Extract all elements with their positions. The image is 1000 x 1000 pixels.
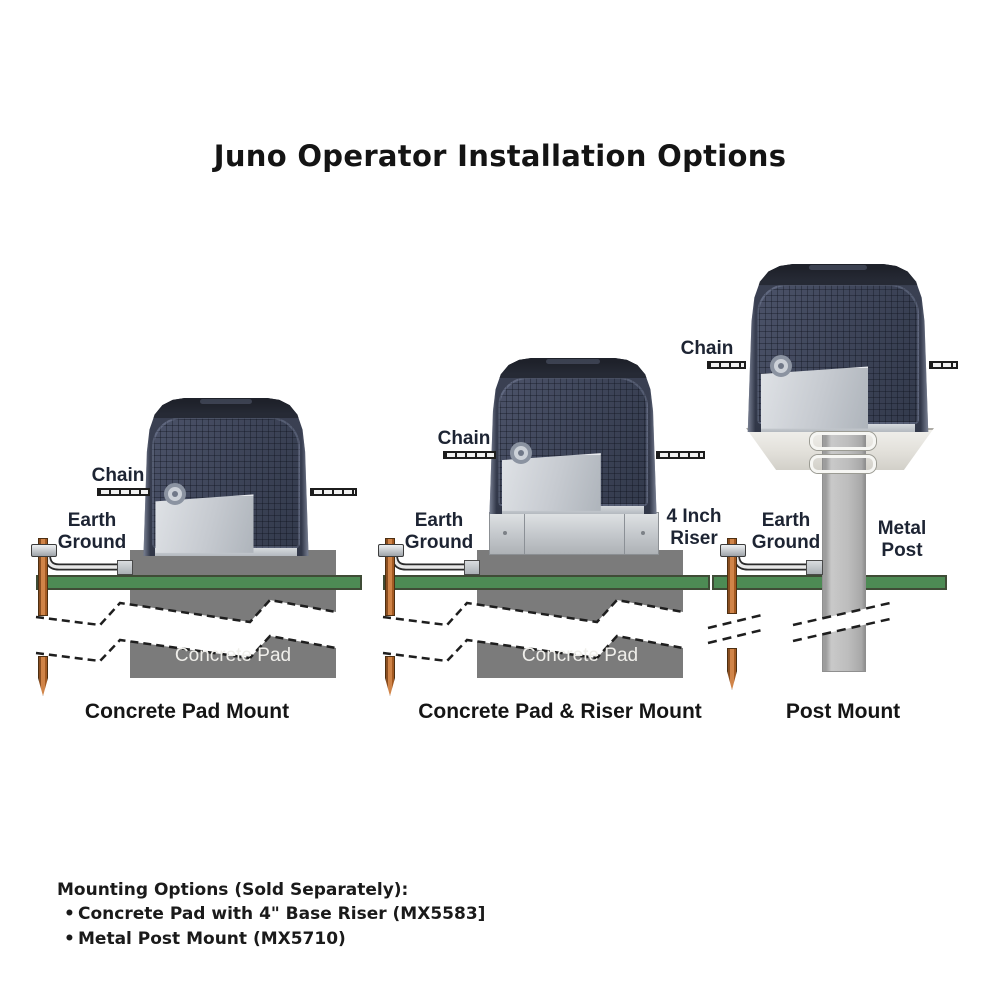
concrete-pad-label: Concrete Pad xyxy=(174,645,292,666)
earth-ground-label-line1: Earth xyxy=(414,510,464,531)
earth-ground-label-line1: Earth xyxy=(67,510,117,531)
earth-ground-label: Earth Ground xyxy=(52,510,132,554)
metal-post-label: Metal Post xyxy=(860,518,944,562)
ground-rod-tip xyxy=(385,656,395,696)
earth-ground-label: Earth Ground xyxy=(742,510,830,554)
brand-mark xyxy=(546,358,600,364)
lock-knob xyxy=(510,442,533,465)
brand-mark xyxy=(199,398,253,404)
access-panel xyxy=(760,366,869,429)
operator-housing-2 xyxy=(489,358,657,514)
bullet-icon: • xyxy=(64,929,75,949)
chain-label: Chain xyxy=(437,428,491,449)
chain-line xyxy=(97,488,150,496)
housing-top-cap xyxy=(148,398,304,418)
riser-bolt xyxy=(503,531,508,536)
lock-knob xyxy=(164,483,187,506)
mounting-option-item: •Concrete Pad with 4" Base Riser (MX5583… xyxy=(57,902,485,927)
metal-post-label-line2: Post xyxy=(881,540,923,561)
chain-line xyxy=(929,361,958,369)
chain-label: Chain xyxy=(680,338,734,359)
ground-rod-tip xyxy=(38,656,48,696)
diagram-caption: Post Mount xyxy=(785,700,901,723)
earth-ground-label-line2: Ground xyxy=(751,532,821,553)
mounting-options-note: Mounting Options (Sold Separately): •Con… xyxy=(57,878,485,952)
riser-seam xyxy=(523,513,525,554)
ground-rod xyxy=(727,538,737,614)
diagram-caption: Concrete Pad Mount xyxy=(84,700,290,723)
wire-connector xyxy=(806,560,823,575)
riser-label-line1: 4 Inch xyxy=(666,506,722,527)
chain-line xyxy=(443,451,496,459)
u-bolt-clamp xyxy=(810,455,876,473)
ground-rail-2 xyxy=(383,575,710,590)
concrete-pad-label: Concrete Pad xyxy=(521,645,639,666)
diagram-caption: Concrete Pad & Riser Mount xyxy=(418,700,702,723)
riser-seam xyxy=(624,513,626,554)
break-dash-line xyxy=(707,628,763,645)
chain-line xyxy=(310,488,357,496)
wire-connector xyxy=(117,560,133,575)
chain-line xyxy=(707,361,746,369)
u-bolt-clamp xyxy=(810,432,876,450)
break-dash-line xyxy=(707,613,763,630)
bullet-icon: • xyxy=(64,904,75,924)
operator-housing-1 xyxy=(143,398,309,556)
earth-ground-label-line2: Ground xyxy=(57,532,127,553)
ground-rod-tip xyxy=(727,648,737,690)
mounting-options-heading: Mounting Options (Sold Separately): xyxy=(57,880,409,900)
chain-label: Chain xyxy=(91,465,145,486)
mounting-option-text: Metal Post Mount (MX5710) xyxy=(78,929,346,949)
chain-line xyxy=(656,451,705,459)
warning-sticker xyxy=(747,319,751,331)
earth-ground-label-line2: Ground xyxy=(404,532,474,553)
metal-post-label-line1: Metal xyxy=(877,518,927,539)
riser-bolt xyxy=(640,531,645,536)
housing-top-cap xyxy=(753,264,923,285)
page-title: Juno Operator Installation Options xyxy=(213,139,787,173)
mounting-option-item: •Metal Post Mount (MX5710) xyxy=(57,927,485,952)
riser-label: 4 Inch Riser xyxy=(656,506,732,550)
earth-ground-label-line1: Earth xyxy=(761,510,811,531)
lock-knob xyxy=(770,354,793,377)
housing-top-cap xyxy=(494,358,652,378)
earth-ground-label: Earth Ground xyxy=(399,510,479,554)
mounting-option-text: Concrete Pad with 4" Base Riser (MX5583] xyxy=(78,904,486,924)
wire-connector xyxy=(464,560,480,575)
operator-housing-3 xyxy=(747,264,929,432)
brand-mark xyxy=(809,264,867,270)
riser-label-line2: Riser xyxy=(670,528,718,549)
ground-rail-1 xyxy=(36,575,362,590)
four-inch-riser xyxy=(489,512,659,555)
